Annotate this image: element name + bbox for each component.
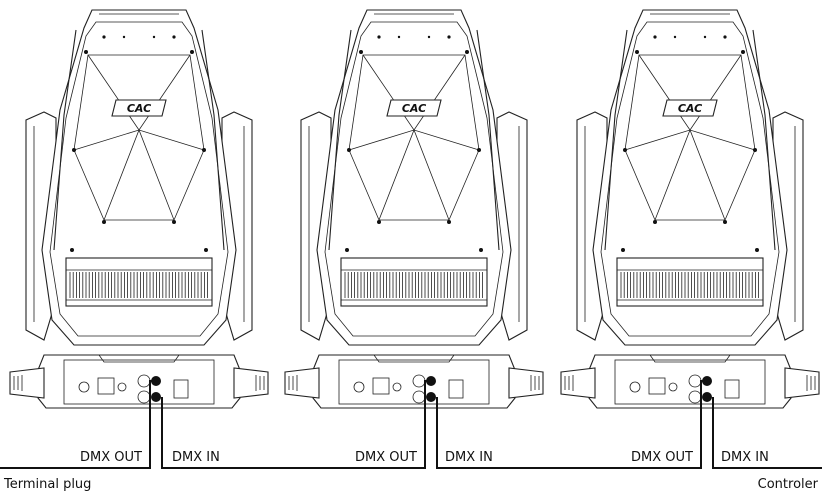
fixture-2: CAC bbox=[284, 9, 544, 409]
fixture-2-dmx-out-label: DMX OUT bbox=[355, 450, 417, 465]
fixture-3-dmx-in-label: DMX IN bbox=[721, 450, 769, 465]
fixture-logo-2: CAC bbox=[402, 102, 426, 115]
terminal-plug-label: Terminal plug bbox=[3, 477, 91, 492]
cable-fixture-2-to-fixture-3 bbox=[436, 380, 707, 469]
fixture-1-dmx-in-label: DMX IN bbox=[172, 450, 220, 465]
fixture-1: CAC bbox=[9, 9, 269, 409]
fixture-logo-3: CAC bbox=[678, 102, 702, 115]
fixture-logo-1: CAC bbox=[127, 102, 151, 115]
fixture-3-dmx-out-label: DMX OUT bbox=[631, 450, 693, 465]
fixture-3: CAC bbox=[560, 9, 820, 409]
cable-fixture-1-to-fixture-2 bbox=[161, 380, 431, 469]
fixture-2-dmx-in-label: DMX IN bbox=[445, 450, 493, 465]
cable-fixture-3-to-controller bbox=[712, 397, 822, 469]
moving-head-fixture-1 bbox=[9, 9, 269, 409]
cable-terminal-to-fixture-1 bbox=[0, 380, 156, 469]
moving-head-fixture-3 bbox=[560, 9, 820, 409]
controller-label: Controler bbox=[758, 477, 819, 492]
moving-head-fixture-2 bbox=[284, 9, 544, 409]
dmx-cable-chain bbox=[0, 380, 822, 469]
fixture-1-dmx-out-label: DMX OUT bbox=[80, 450, 142, 465]
